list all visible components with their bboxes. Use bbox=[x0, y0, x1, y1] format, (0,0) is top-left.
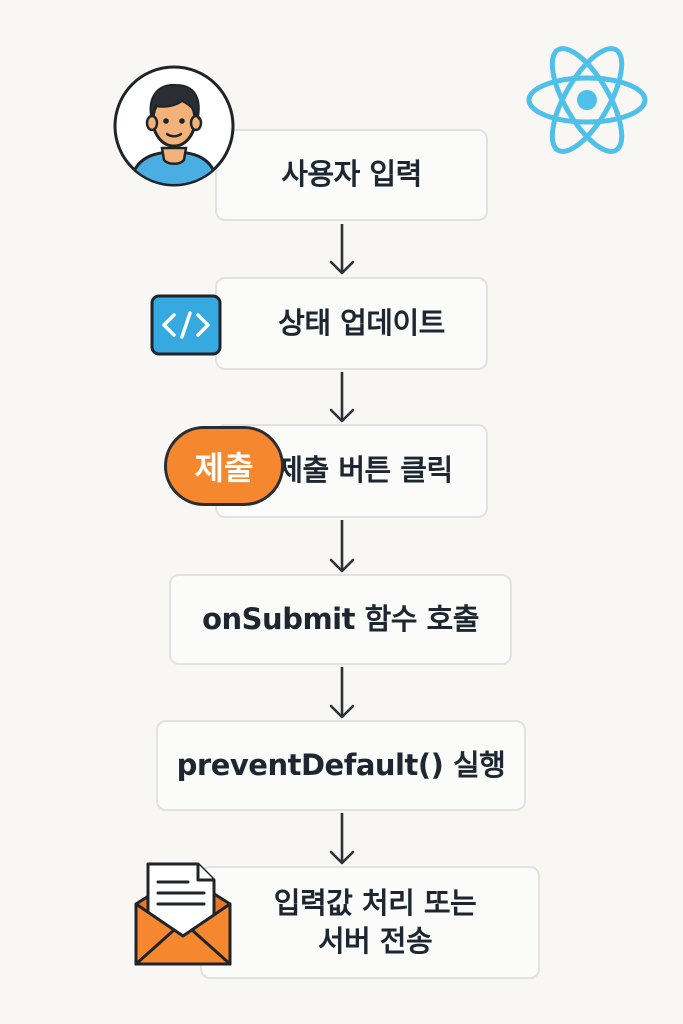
submit-badge: 제출 bbox=[164, 426, 284, 506]
step-label-line2: 서버 전송 bbox=[317, 923, 433, 958]
step-onsubmit-call: onSubmit 함수 호출 bbox=[169, 574, 512, 665]
step-prevent-default: preventDefault() 실행 bbox=[156, 720, 526, 811]
step-label: 사용자 입력 bbox=[281, 157, 422, 192]
step-process-or-send: 입력값 처리 또는 서버 전송 bbox=[200, 866, 540, 979]
step-user-input: 사용자 입력 bbox=[215, 129, 488, 221]
step-state-update: 상태 업데이트 bbox=[215, 277, 488, 370]
step-label: 제출 버튼 클릭 bbox=[276, 453, 453, 488]
code-tag-icon bbox=[150, 294, 222, 356]
step-label: 상태 업데이트 bbox=[278, 305, 445, 340]
envelope-document-icon bbox=[134, 862, 232, 966]
flow-arrow bbox=[329, 224, 355, 275]
step-label-line1: 입력값 처리 또는 bbox=[273, 885, 477, 920]
user-avatar-icon bbox=[113, 65, 235, 187]
flow-arrow bbox=[329, 372, 355, 423]
step-label: onSubmit 함수 호출 bbox=[202, 601, 479, 636]
submit-badge-label: 제출 bbox=[194, 449, 254, 487]
step-label: preventDefault() 실행 bbox=[176, 747, 506, 782]
flow-arrow bbox=[329, 813, 355, 865]
flow-arrow bbox=[329, 520, 355, 573]
flow-arrow bbox=[329, 667, 355, 719]
react-atom-icon bbox=[526, 46, 648, 154]
